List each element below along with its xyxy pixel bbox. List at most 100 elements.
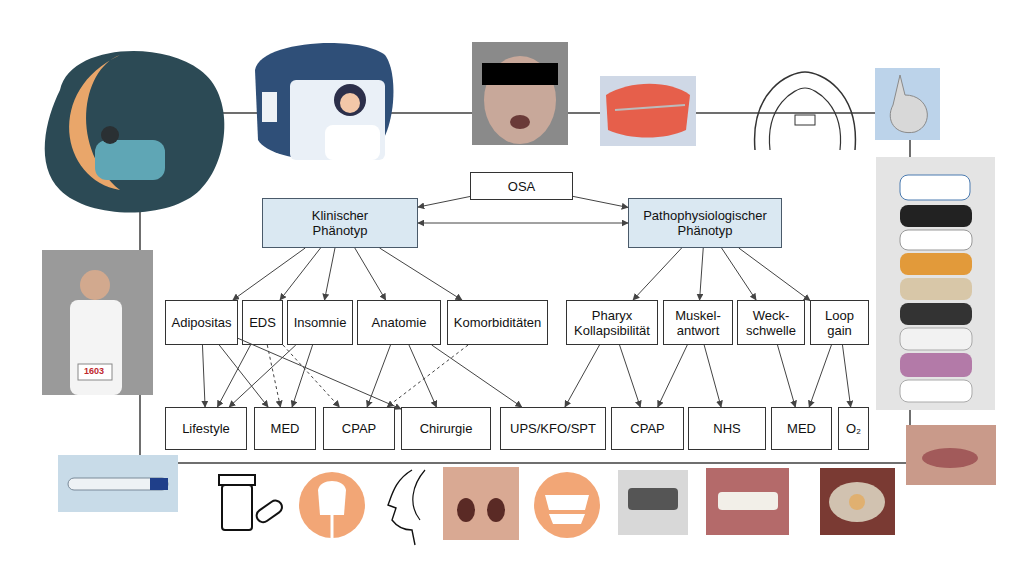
process-box: CPAP bbox=[323, 407, 395, 450]
process-box: Weck- schwelle bbox=[737, 300, 805, 345]
process-box: Muskel- antwort bbox=[663, 300, 733, 345]
device-clear bbox=[900, 328, 972, 350]
profile-line bbox=[388, 470, 415, 545]
bed-shape bbox=[290, 80, 385, 160]
device-black bbox=[900, 205, 972, 227]
connector-arrow bbox=[700, 248, 704, 300]
device-dark bbox=[900, 303, 972, 325]
process-box: UPS/KFO/SPT bbox=[500, 407, 606, 450]
device-top bbox=[900, 175, 970, 200]
runner-photo bbox=[42, 250, 153, 395]
pill-bottle bbox=[222, 485, 252, 530]
pen-cap bbox=[150, 478, 168, 490]
expander-screw bbox=[795, 115, 815, 125]
teeth-row bbox=[718, 492, 778, 510]
runner-head bbox=[80, 270, 110, 300]
cpap-mask bbox=[318, 481, 346, 515]
phenotype-box: Pathophysiologischer Phänotyp bbox=[628, 198, 782, 248]
connector-arrow bbox=[283, 345, 339, 407]
process-box: Komorbiditäten bbox=[447, 300, 548, 345]
censor-bar bbox=[482, 63, 558, 85]
process-box: NHS bbox=[688, 407, 766, 450]
connector-arrow bbox=[633, 248, 682, 300]
node-text: MED bbox=[787, 421, 816, 436]
injection-pen bbox=[68, 478, 168, 490]
bedroom-scene bbox=[255, 43, 393, 160]
device-bottom bbox=[900, 380, 972, 402]
woman-face bbox=[340, 93, 360, 113]
splint-upper bbox=[545, 495, 589, 510]
sleeper-head bbox=[101, 126, 119, 144]
node-text: CPAP bbox=[630, 421, 664, 436]
connector-arrow bbox=[777, 345, 795, 407]
connector-arrow bbox=[842, 345, 850, 407]
nose-photo bbox=[443, 467, 519, 540]
connector-arrow bbox=[355, 248, 386, 300]
node-text: NHS bbox=[713, 421, 740, 436]
connector-arrow bbox=[219, 345, 268, 407]
profile-line bbox=[413, 470, 425, 520]
process-box: Loop gain bbox=[810, 300, 869, 345]
device-button bbox=[849, 494, 865, 510]
phenotype-box: Klinischer Phänotyp bbox=[262, 198, 418, 248]
device-beige bbox=[900, 278, 972, 300]
runner-shirt bbox=[70, 300, 122, 395]
connector-arrow bbox=[809, 345, 831, 407]
stimulator-device bbox=[628, 488, 678, 510]
dental-arch bbox=[755, 72, 856, 150]
connector-arrow bbox=[704, 345, 721, 407]
node-text: OSA bbox=[508, 179, 535, 194]
node-text: Loop gain bbox=[821, 308, 858, 338]
node-text: EDS bbox=[249, 315, 276, 330]
node-text: Pathophysiologischer Phänotyp bbox=[639, 208, 771, 238]
splint-lower bbox=[549, 514, 585, 524]
connector-arrow bbox=[202, 345, 205, 407]
device-white bbox=[900, 230, 972, 250]
connector-arrow bbox=[367, 345, 390, 407]
node-text: MED bbox=[271, 421, 300, 436]
devices-photo bbox=[876, 157, 995, 410]
connector-arrow bbox=[620, 345, 641, 407]
patient-photo bbox=[472, 42, 568, 145]
process-box: MED bbox=[254, 407, 316, 450]
night-scene bbox=[45, 51, 225, 212]
node-text: Insomnie bbox=[294, 315, 347, 330]
process-box: Lifestyle bbox=[165, 407, 247, 450]
node-text: Klinischer Phänotyp bbox=[295, 208, 385, 238]
race-bib bbox=[78, 364, 112, 380]
sleeper-blanket bbox=[95, 140, 165, 180]
orange-appliance bbox=[606, 84, 690, 138]
stomach-shape bbox=[890, 75, 927, 133]
node-text: Chirurgie bbox=[420, 421, 473, 436]
node-text: CPAP bbox=[342, 421, 376, 436]
node-text: Lifestyle bbox=[182, 421, 230, 436]
appliance-wire bbox=[615, 105, 685, 110]
node-text: Pharyx Kollapsibilität bbox=[571, 308, 653, 338]
appliance-photo bbox=[600, 76, 696, 146]
splint-icon bbox=[534, 472, 600, 538]
cpap-hose bbox=[331, 515, 334, 538]
process-box: Insomnie bbox=[287, 300, 353, 345]
node-text: Anatomie bbox=[372, 315, 427, 330]
connector-arrow bbox=[418, 223, 628, 224]
process-box: OSA bbox=[470, 172, 573, 200]
connector-arrow bbox=[233, 248, 305, 300]
process-box: Chirurgie bbox=[401, 407, 491, 450]
connector-arrow bbox=[565, 345, 600, 407]
process-box: CPAP bbox=[611, 407, 684, 450]
connector-arrow bbox=[573, 196, 628, 207]
stomach-photo bbox=[875, 68, 940, 140]
mouth-photo bbox=[820, 468, 895, 535]
process-box: Pharyx Kollapsibilität bbox=[566, 300, 658, 345]
connector-arrow bbox=[739, 248, 810, 301]
bottle-cap bbox=[219, 475, 255, 485]
connector-arrow bbox=[217, 345, 250, 407]
bib-number: 1603 bbox=[84, 366, 104, 376]
lips-shape bbox=[922, 448, 978, 468]
frame-line bbox=[140, 113, 910, 463]
connector-arrow bbox=[267, 345, 280, 407]
device-orange bbox=[900, 253, 972, 275]
lips-photo bbox=[906, 425, 996, 485]
